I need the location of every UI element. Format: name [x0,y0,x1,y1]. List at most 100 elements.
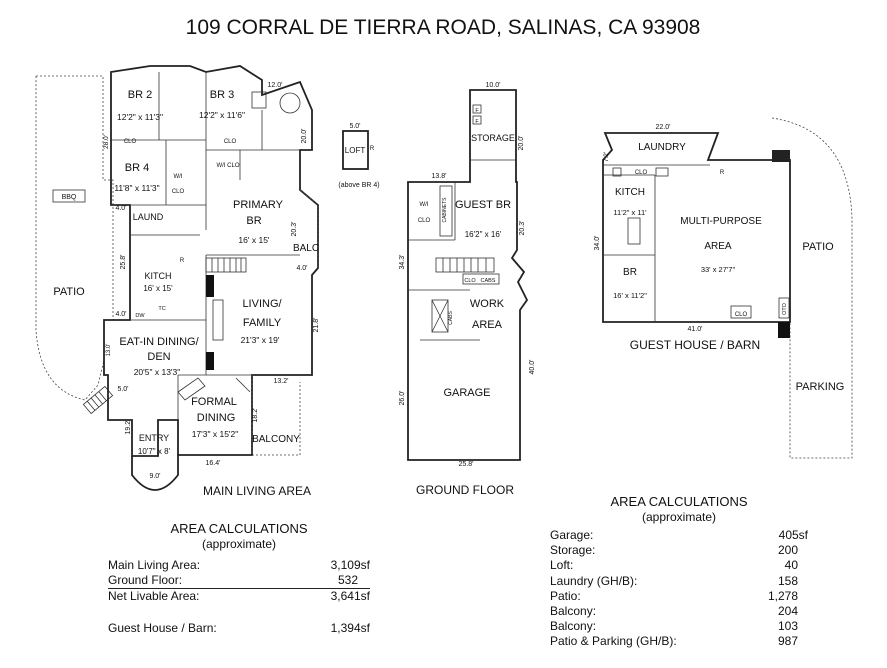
fixture-f: F [475,108,479,114]
fixture-wiclo: W/I CLO [216,163,239,169]
fixture-wi: W/I [174,174,183,180]
room-eatin-name-2: DEN [147,351,170,363]
calc-value: 200 [777,543,798,558]
dimension-label: 21.8' [313,318,320,333]
dimension-label: 18.2' [252,408,259,423]
dimension-label: 4.0' [296,265,307,272]
fixture-r: R [370,146,375,152]
fixture-wi: W/I [420,202,429,208]
dimension-label: 25.8' [459,461,474,468]
calc-label: Net Livable Area: [108,589,200,604]
room-guest-br-name: GUEST BR [455,199,511,211]
room-formal-dim: 17'3" x 15'2" [192,429,239,439]
calc-left-sub: (approximate) [201,537,277,551]
balcony-outline [251,375,301,456]
room-multi-name-2: AREA [704,241,732,252]
dimension-label: 5.0' [349,123,360,130]
room-multi-name-1: MULTI-PURPOSE [680,216,762,227]
calc-label: Laundry (GH/B): [550,573,638,588]
bathtub-circle [279,92,301,114]
calc-value: 3,641sf [330,589,370,604]
room-laund-name: LAUND [133,212,164,222]
bbq-box [52,189,86,203]
main-house-outline [103,65,319,457]
room-work-name-2: AREA [472,319,503,331]
dimension-label: 19.2' [125,420,132,435]
calc-label: Patio: [550,588,581,603]
fixture-clo: CLO [635,170,648,176]
dimension-label: 16.4' [206,460,221,467]
room-formal-name-1: FORMAL [191,396,237,408]
room-living-dim: 21'3" x 19' [241,335,280,345]
room-laundry-gh-name: LAUNDRY [638,142,686,153]
room-living-name-1: LIVING/ [242,298,282,310]
room-garage-name: GARAGE [443,387,490,399]
dimension-label: 13.0' [106,344,112,357]
room-kitch-dim: 16' x 15' [143,284,173,293]
dimension-label: 34.3' [399,255,406,270]
calc-left-row: Main Living Area: 3,109sf [108,558,370,573]
calc-value: 1,394sf [330,620,370,635]
room-br4-dim: 11'8" x 11'3" [114,183,159,193]
room-br3-dim: 12'2" x 11'6" [199,110,245,120]
fixture-cabs: CABS [481,278,496,284]
calc-right-row: Laundry (GH/B):158 [550,574,808,589]
calc-label: Garage: [550,528,594,542]
section-label-guest: GUEST HOUSE / BARN [630,338,760,352]
interior-stairs [205,257,247,273]
dimension-label: 41.0' [688,326,703,333]
bbq-label: BBQ [62,194,77,201]
calc-left-row: Guest House / Barn: 1,394sf [108,621,370,636]
calc-left-row: Net Livable Area: 3,641sf [108,589,370,604]
room-work-name-1: WORK [470,298,505,310]
fixture-clo: CLO [418,218,431,224]
calc-value: 532 [337,573,358,588]
room-entry-dim: 10'7" x 8' [138,447,171,456]
fixture-clo: CLO [224,139,237,145]
fireplace-block [206,352,214,370]
loft-box [342,130,369,170]
dimension-label: 28.0' [103,135,110,149]
room-br-gh-name: BR [623,267,637,278]
dimension-label: 13.2' [274,378,289,385]
area-calculations-left: AREA CALCULATIONS (approximate) Main Liv… [108,521,370,636]
calc-label: Loft: [550,558,574,573]
room-balcony-name: BALCONY [252,434,300,445]
room-eatin-dim: 20'5" x 13'3" [134,367,181,377]
calc-right-row: Storage:200 [550,543,808,558]
room-primary-name-2: BR [246,215,261,227]
room-balc-name: BALC [293,243,319,254]
guest-house-plan [602,117,853,459]
calc-label: Balcony: [550,619,597,634]
guest-patio-parking-outline [771,117,853,459]
ground-floor-outline [407,89,529,461]
room-br2-name: BR 2 [128,89,152,101]
fixture-r: R [720,170,725,176]
room-br3-name: BR 3 [210,89,234,101]
room-storage-name: STORAGE [471,133,515,143]
fireplace-block [206,275,214,297]
calc-label: Patio & Parking (GH/B): [550,634,677,649]
calc-label: Main Living Area: [108,558,201,572]
dimension-label: 22.0' [656,124,671,131]
calc-right-row: Patio:1,278 [550,589,808,604]
dimension-label: 7.2' [603,152,610,162]
room-br2-dim: 12'2" x 11'3" [117,112,163,122]
room-primary-name-1: PRIMARY [233,199,284,211]
loft-note: (above BR 4) [338,182,379,189]
dimension-label: 20.0' [518,136,525,151]
fixture-r: R [180,258,185,264]
calc-right-header: AREA CALCULATIONS [610,494,748,509]
fixture-clo: CLO [735,312,748,318]
calc-right-row: Balcony:204 [550,604,808,619]
fixture-dw: DW [135,313,145,319]
fixture-cabinets: CABINETS [442,197,448,223]
balc-outline [299,189,319,268]
dimension-label: 20.3' [291,222,298,237]
room-kitch-name: KITCH [145,271,172,281]
room-br-gh-dim: 16' x 11'2" [613,291,647,300]
room-multi-dim: 33' x 27'7" [701,265,736,274]
fixture-clo: CLO [172,189,185,195]
patio-outline [35,75,114,401]
